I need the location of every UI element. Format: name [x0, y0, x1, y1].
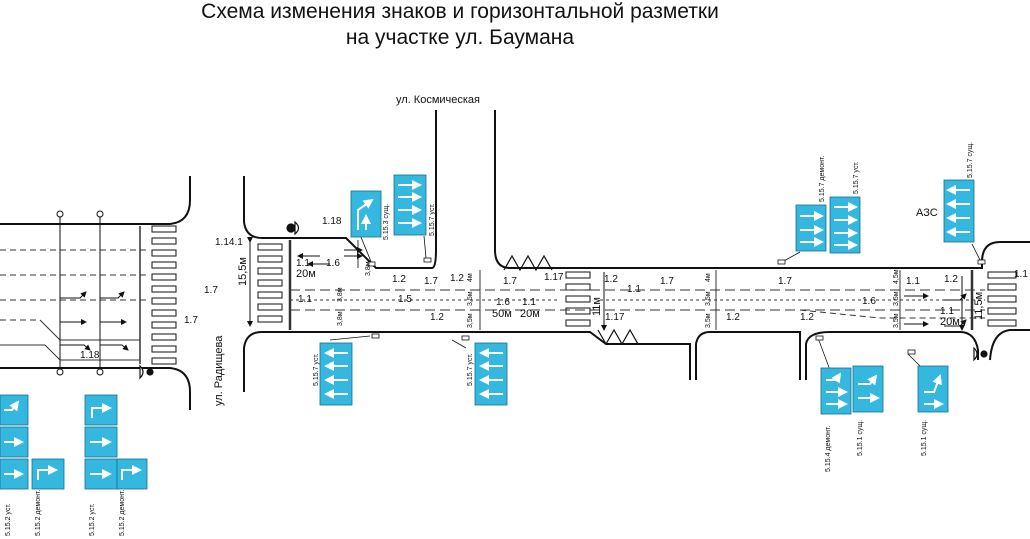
marking-1-7-c: 1.7 — [424, 276, 438, 287]
marking-1-18-left: 1.18 — [80, 350, 100, 361]
marking-1-7-f: 1.7 — [778, 276, 792, 287]
marking-1-2-f: 1.2 — [800, 312, 814, 323]
marking-1-5: 1.5 — [398, 294, 412, 305]
dimension-3-5-a: 3,5м — [467, 313, 474, 328]
azs-label: АЗС — [916, 207, 938, 219]
marking-1-1-d: 1.1 — [627, 284, 641, 295]
marking-1-1-a: 1.1 — [296, 258, 310, 269]
dimension-3-8-b: 3,8м — [337, 287, 344, 302]
caption-5-15-2-removed-a: 5.15.2 демонт. — [35, 490, 42, 536]
marking-1-1-c: 1.1 — [522, 297, 536, 308]
marking-1-7-e: 1.7 — [660, 276, 674, 287]
marking-1-17-a: 1.17 — [544, 272, 564, 283]
dimension-length-20-c: 20м — [940, 316, 960, 328]
marking-1-6-c: 1.6 — [862, 296, 876, 307]
marking-1-2-e: 1.2 — [726, 312, 740, 323]
lane-arrows — [60, 247, 967, 351]
caption-5-15-2-new-b: 5.15.2 уст. — [89, 503, 96, 536]
dimension-3-8-c: 3,8м — [365, 261, 372, 276]
marking-1-7-d: 1.7 — [503, 276, 517, 287]
crosswalk-right — [987, 271, 1017, 327]
marking-1-7-a: 1.7 — [204, 285, 218, 296]
dimension-3-5-b: 3,5м — [467, 291, 474, 306]
street-label-radishcheva: ул. Радищева — [213, 335, 225, 406]
dimension-3-5-c: 3,5м — [705, 313, 712, 328]
sign-5-15-3-existing — [350, 190, 382, 238]
caption-5-15-7-new-d: 5.15.7 уст. — [853, 161, 860, 194]
dimension-3-8-a: 3,8м — [337, 311, 344, 326]
marking-1-1-f: 1.1 — [940, 306, 954, 317]
crosswalk-left — [151, 225, 177, 365]
dimension-4-5: 4,5м — [893, 269, 900, 284]
dimension-width-11: 11м — [591, 297, 603, 316]
caption-5-15-7-new-a: 5.15.7 уст. — [429, 203, 436, 236]
dimension-4-a: 4м — [467, 273, 474, 282]
dimension-length-20-b: 20м — [520, 308, 540, 320]
caption-5-15-7-removed: 5.15.7 демонт. — [819, 156, 826, 202]
dimension-4-b: 4м — [705, 273, 712, 282]
diagram-title-line1: Схема изменения знаков и горизонтальной … — [201, 0, 719, 23]
marking-1-2-a: 1.2 — [392, 274, 406, 285]
marking-1-1-e: 1.1 — [906, 276, 920, 287]
caption-5-15-1-existing-a: 5.15.1 сущ. — [857, 420, 864, 456]
marking-1-2-b: 1.2 — [450, 273, 464, 284]
caption-5-15-4-removed: 5.15.4 демонт. — [825, 426, 832, 472]
marking-1-6-b: 1.6 — [496, 297, 510, 308]
marking-1-17-b: 1.17 — [605, 312, 625, 323]
sign-poles-left — [56, 210, 104, 376]
dimension-3-5-e: 3,5м — [893, 313, 900, 328]
street-label-kosmicheskaya: ул. Космическая — [396, 94, 480, 106]
crosswalk-radishcheva — [257, 243, 283, 323]
dimension-lines — [247, 237, 965, 331]
sign-5-15-1-existing-b — [917, 365, 949, 413]
marking-1-18-top: 1.18 — [322, 216, 342, 227]
sign-5-15-2-removed-a — [31, 458, 65, 490]
dimension-length-20-a: 20м — [296, 268, 316, 280]
marking-1-1-g: 1.1 — [1014, 269, 1028, 280]
dimension-width-11-5: 11,5м — [973, 292, 985, 320]
sign-leaders — [329, 214, 981, 371]
lane-lines — [0, 226, 985, 364]
sign-5-15-7-removed — [795, 204, 827, 252]
diagram-title-line2: на участке ул. Баумана — [345, 26, 575, 49]
crosswalk-middle — [565, 271, 591, 327]
caption-5-15-7-new-b: 5.15.7 уст. — [313, 353, 320, 386]
dimension-3-5-d: 3,5м — [705, 291, 712, 306]
sign-5-15-2-new-d — [84, 394, 118, 426]
marking-1-2-c: 1.2 — [430, 312, 444, 323]
dimension-width-15-5: 15,5м — [237, 257, 249, 286]
caption-5-15-2-new-a: 5.15.2 уст. — [5, 503, 12, 536]
zigzag-1-17 — [503, 254, 639, 346]
marking-1-7-b: 1.7 — [184, 315, 198, 326]
caption-5-15-1-existing-b: 5.15.1 сущ. — [921, 420, 928, 456]
caption-5-15-3-existing: 5.15.3 сущ. — [383, 204, 390, 240]
sign-post-markers — [367, 257, 986, 355]
marking-1-2-d: 1.2 — [604, 274, 618, 285]
sign-arrow-icons — [4, 180, 970, 480]
marking-1-14-1: 1.14.1 — [215, 237, 243, 248]
caption-5-15-7-new-c: 5.15.7 уст. — [467, 353, 474, 386]
marking-1-2-g: 1.2 — [944, 274, 958, 285]
dimension-length-50: 50м — [492, 308, 512, 320]
caption-5-15-7-existing: 5.15.7 сущ. — [967, 142, 974, 178]
sign-5-15-1-existing-a — [852, 365, 884, 413]
traffic-light-icon — [139, 220, 988, 380]
road-edges — [0, 110, 1030, 410]
marking-1-6-a: 1.6 — [326, 258, 340, 269]
marking-1-1-b: 1.1 — [298, 294, 312, 305]
dimension-3-5-f: 3,5м — [893, 291, 900, 306]
caption-5-15-2-removed-b: 5.15.2 демонт. — [119, 490, 126, 536]
